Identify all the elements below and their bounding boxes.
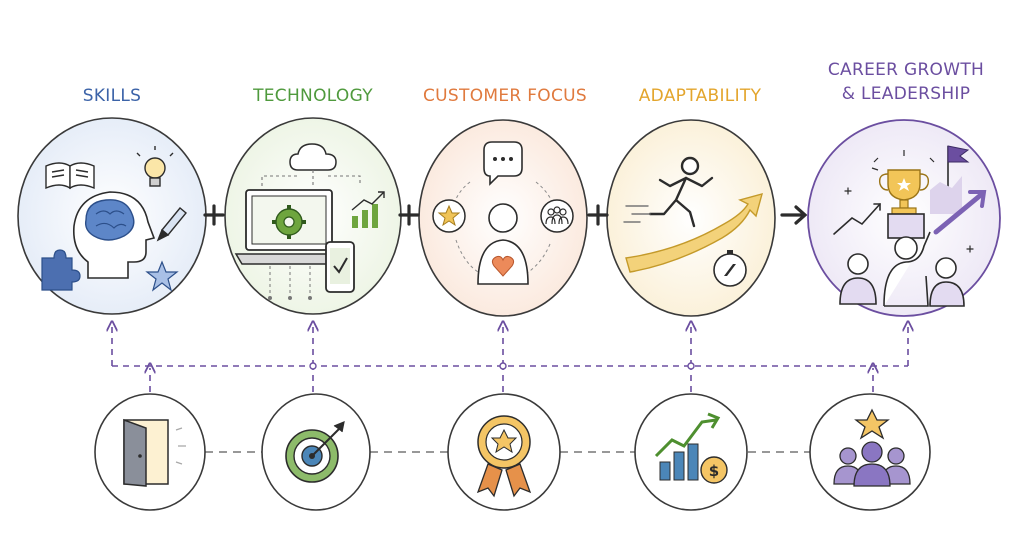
compass-icon [713, 250, 747, 287]
career-growth-label-line1: CAREER GROWTH [827, 60, 985, 80]
career-growth-circle [807, 119, 1001, 317]
junction-dots [309, 362, 695, 370]
target-icon [285, 421, 345, 483]
rising-arrow-icon [625, 193, 763, 273]
bottom-chart-circle: $ [634, 393, 748, 511]
technology-circle [224, 117, 402, 315]
bottom-door-circle [94, 393, 206, 511]
cloud-icon [261, 143, 361, 188]
person-heart-icon [477, 203, 529, 285]
bottom-award-circle [447, 393, 561, 511]
adaptability-label: ADAPTABILITY [638, 86, 762, 106]
customer-focus-label: CUSTOMER FOCUS [423, 86, 587, 106]
puzzle-icon [41, 249, 81, 291]
phone-check-icon [325, 241, 355, 293]
award-ribbon-icon [476, 415, 532, 498]
career-growth-label: CAREER GROWTH & LEADERSHIP [828, 58, 984, 106]
customer-focus-circle [418, 119, 588, 317]
career-growth-label-line2: & LEADERSHIP [841, 84, 971, 104]
bar-chart-dollar-icon: $ [654, 412, 728, 484]
adaptability-circle [606, 119, 776, 317]
head-brain-icon [72, 191, 156, 279]
star-badge-icon [432, 199, 466, 233]
team-icon [839, 213, 965, 307]
lightbulb-icon [136, 146, 174, 187]
plus-operator-3 [587, 204, 609, 226]
dashed-connectors [112, 326, 908, 392]
technology-label: TECHNOLOGY [253, 86, 373, 106]
bottom-team-circle [809, 393, 931, 511]
pencil-icon [156, 207, 187, 242]
running-person-icon [623, 156, 714, 228]
laptop-gear-icon [234, 189, 344, 300]
operators [203, 204, 808, 226]
open-door-icon [123, 418, 186, 487]
bottom-target-circle [261, 393, 371, 511]
growth-chart-icon [351, 191, 385, 228]
speech-bubble-icon [483, 141, 523, 186]
skills-label: SKILLS [82, 86, 142, 106]
upward-arrow-icon [833, 187, 987, 253]
star-icon [145, 260, 179, 292]
plus-operator-2 [398, 204, 420, 226]
skills-circle [17, 117, 207, 315]
team-star-icon [833, 408, 911, 487]
arrow-operator [780, 205, 808, 225]
plus-operator-1 [203, 204, 225, 226]
flag-icon [930, 145, 970, 214]
book-icon [45, 162, 95, 190]
group-icon [540, 199, 574, 233]
svg-text:$: $ [709, 462, 719, 480]
trophy-icon [871, 150, 935, 215]
